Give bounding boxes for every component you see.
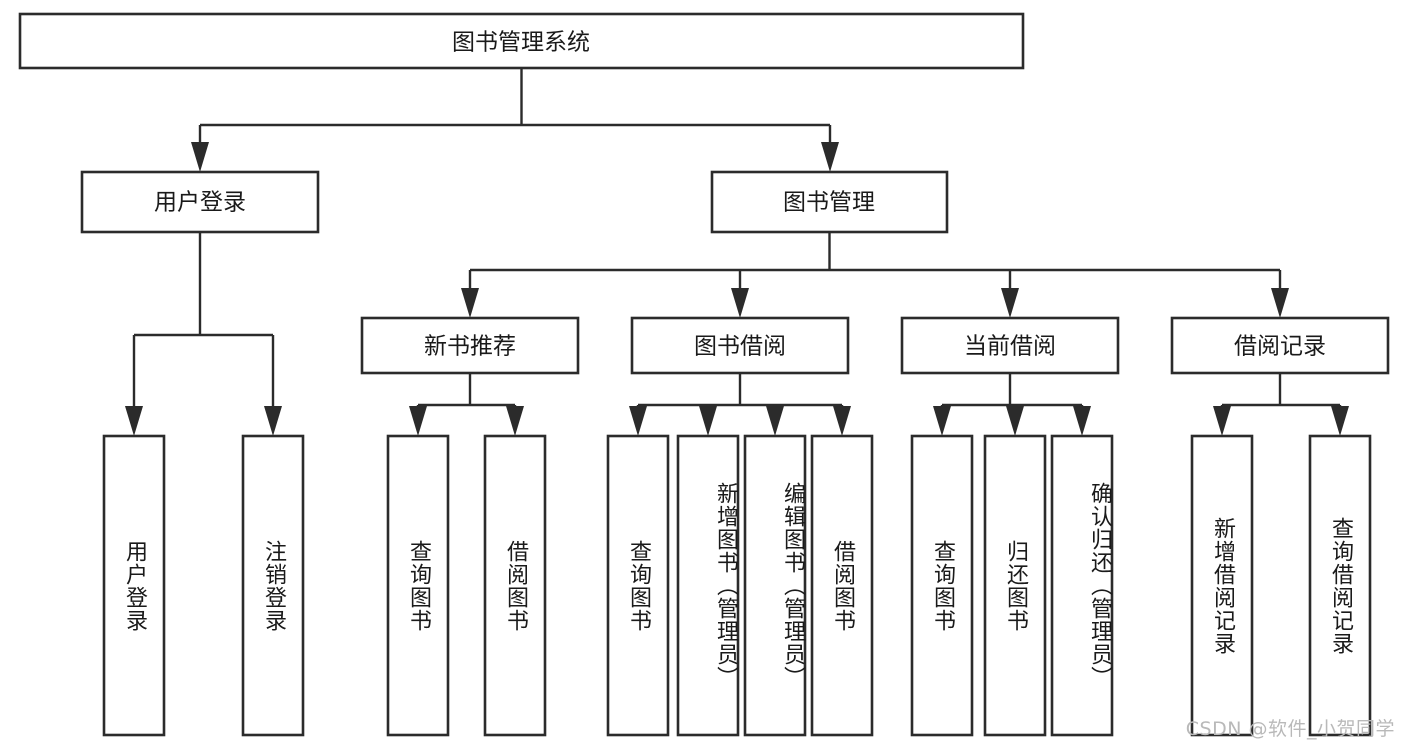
arrow-head-rec-add	[1213, 406, 1231, 436]
arrow-head-rec-query	[1331, 406, 1349, 436]
node-book-mgmt-box[interactable]	[710, 170, 949, 234]
node-new-recommend-box[interactable]	[360, 316, 580, 375]
leaf-box-cb-confirm-return[interactable]	[1050, 434, 1114, 737]
leaf-box-bb-borrow-book[interactable]	[810, 434, 874, 737]
arrow-head-records	[1271, 288, 1289, 318]
node-borrow-records-label: 借阅记录	[1234, 334, 1326, 360]
leaf-box-cb-return-book[interactable]	[983, 434, 1047, 737]
arrow-head-nr-query	[409, 406, 427, 436]
arrow-head-leaf-user-logout	[264, 406, 282, 436]
leaf-box-nr-borrow-book[interactable]	[483, 434, 547, 737]
arrow-head-book-mgmt	[821, 142, 839, 172]
node-new-recommend-label: 新书推荐	[424, 334, 516, 360]
arrow-head-current	[1001, 288, 1019, 318]
leaf-box-bb-query-book[interactable]	[606, 434, 670, 737]
node-book-borrow[interactable]: 图书借阅	[630, 316, 850, 375]
arrow-head-new-rec	[461, 288, 479, 318]
connector-group-records	[1213, 373, 1349, 436]
node-user-login-box[interactable]	[80, 170, 320, 234]
node-borrow-records[interactable]: 借阅记录	[1170, 316, 1390, 375]
arrow-head-nr-borrow	[506, 406, 524, 436]
arrow-head-bb-add	[699, 406, 717, 436]
node-borrow-records-box[interactable]	[1170, 316, 1390, 375]
arrow-head-bb-edit	[766, 406, 784, 436]
leaf-box-cb-query-book[interactable]	[910, 434, 974, 737]
node-book-borrow-label: 图书借阅	[694, 334, 786, 360]
watermark-text: CSDN @软件_小贺同学	[1185, 718, 1395, 740]
node-new-recommend[interactable]: 新书推荐	[360, 316, 580, 375]
leaf-box-user-logout[interactable]	[241, 434, 305, 737]
arrow-head-leaf-user-login	[125, 406, 143, 436]
node-current-borrow[interactable]: 当前借阅	[900, 316, 1120, 375]
arrow-head-cb-return	[1006, 406, 1024, 436]
connector-group-borrow	[629, 373, 851, 436]
node-current-borrow-box[interactable]	[900, 316, 1120, 375]
arrow-head-cb-query	[933, 406, 951, 436]
connector-group-book-mgmt	[461, 232, 1289, 318]
arrow-head-bb-borrow	[833, 406, 851, 436]
arrow-head-borrow	[731, 288, 749, 318]
leaf-box-user-login[interactable]	[102, 434, 166, 737]
node-book-borrow-box[interactable]	[630, 316, 850, 375]
node-root-label: 图书管理系统	[452, 30, 590, 56]
node-user-login[interactable]: 用户登录	[80, 170, 320, 234]
connector-group-current	[933, 373, 1091, 436]
arrow-head-bb-query	[629, 406, 647, 436]
leaf-box-bb-edit-book[interactable]	[743, 434, 807, 737]
node-root-box[interactable]	[18, 12, 1025, 70]
node-user-login-label: 用户登录	[154, 190, 246, 216]
node-book-mgmt[interactable]: 图书管理	[710, 170, 949, 234]
connector-group-new-rec	[409, 373, 524, 436]
leaf-box-bb-add-book[interactable]	[676, 434, 740, 737]
arrow-head-user-login	[191, 142, 209, 172]
node-root[interactable]: 图书管理系统	[18, 12, 1025, 70]
leaf-box-rec-add-record[interactable]	[1190, 434, 1254, 737]
connector-group-root	[191, 68, 839, 172]
connector-group-user-login	[125, 232, 282, 436]
leaf-box-rec-query-record[interactable]	[1308, 434, 1372, 737]
arrow-head-cb-confirm	[1073, 406, 1091, 436]
node-book-mgmt-label: 图书管理	[783, 190, 875, 216]
leaf-box-nr-query-book[interactable]	[386, 434, 450, 737]
leaf-boxes-group	[102, 434, 1372, 737]
node-current-borrow-label: 当前借阅	[964, 334, 1056, 360]
